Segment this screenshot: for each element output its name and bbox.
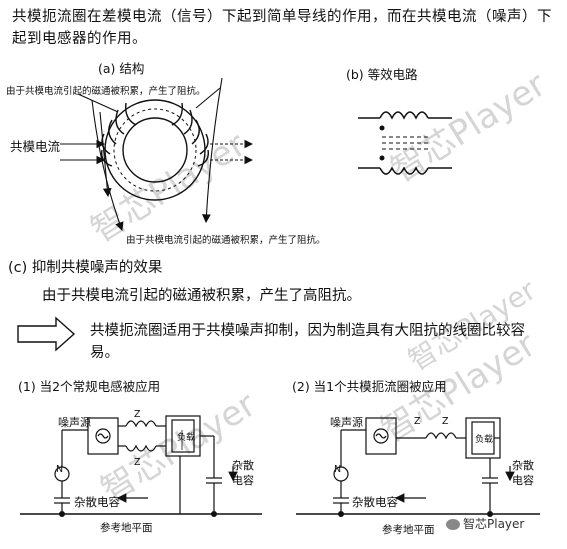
circuit2-stray-bottom: 杂散电容 bbox=[352, 495, 398, 509]
section-c-line1: 由于共模电流引起的磁通被积累，产生了高阻抗。 bbox=[42, 288, 361, 304]
logo-text: 智芯Player bbox=[463, 517, 525, 531]
circuit2-drawing bbox=[296, 417, 540, 515]
wechat-icon bbox=[446, 519, 460, 530]
equivalent-circuit bbox=[358, 111, 452, 175]
circuit2-noise-source: 噪声源 bbox=[330, 416, 363, 429]
circuit1-load-text: 负载 bbox=[177, 431, 195, 443]
section-c-line2: 共模扼流圈适用于共模噪声抑制，因为制造具有大阻抗的线圈比较容易。 bbox=[90, 323, 525, 361]
section-c-title: (c) 抑制共模噪声的效果 bbox=[8, 260, 163, 276]
circuit2-title: (2) 当1个共模扼流圈被应用 bbox=[292, 379, 447, 394]
circuit2-z-top: Z bbox=[414, 416, 421, 427]
circuit1-z-top: Z bbox=[134, 409, 141, 420]
circuit1-n-label: N bbox=[56, 464, 64, 475]
circuit1-stray-bottom: 杂散电容 bbox=[74, 495, 120, 509]
intro-text: 共模扼流圈在差模电流（信号）下起到简单导线的作用，而在共模电流（噪声）下起到电感… bbox=[12, 9, 552, 47]
circuit2-z-top2: Z bbox=[442, 416, 449, 427]
circuit1-noise-source: 噪声源 bbox=[58, 416, 91, 429]
circuit2-ground: 参考地平面 bbox=[382, 524, 435, 536]
outline-arrow bbox=[17, 316, 76, 352]
toroid-core bbox=[101, 99, 209, 201]
section-a-note-top: 由于共模电流引起的磁通被积累，产生了阻抗。 bbox=[6, 86, 206, 97]
section-a-note-bottom: 由于共模电流引起的磁通被积累，产生了阻抗。 bbox=[126, 235, 326, 246]
brand-logo: 智芯Player bbox=[446, 515, 524, 532]
circuit1-drawing bbox=[20, 415, 262, 515]
circuit2-stray-right: 杂散电容 bbox=[512, 459, 534, 487]
section-b-title: (b) 等效电路 bbox=[346, 67, 418, 82]
circuit2-load-text: 负载 bbox=[475, 433, 493, 445]
circuit1-title: (1) 当2个常规电感被应用 bbox=[18, 379, 161, 394]
circuit2-n-label: N bbox=[334, 464, 342, 475]
section-a-title: (a) 结构 bbox=[98, 61, 145, 76]
common-mode-current-label: 共模电流 bbox=[10, 139, 61, 154]
circuit1-ground: 参考地平面 bbox=[100, 522, 153, 534]
circuit1-z-bottom: Z bbox=[134, 457, 141, 468]
